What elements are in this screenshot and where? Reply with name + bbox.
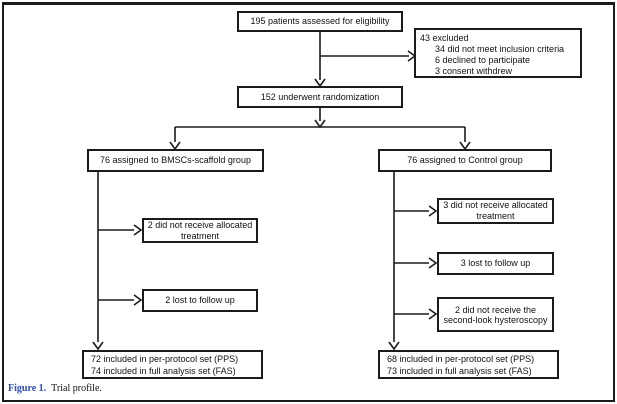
excluded-title: 43 excluded xyxy=(420,33,469,43)
arrow-split-to-bmscs-group xyxy=(169,127,181,151)
arrow-control-dropout-2 xyxy=(394,257,438,269)
eligibility-text: 195 patients assessed for eligibility xyxy=(250,16,390,26)
bmscs-group-box: 76 assigned to BMSCs-scaffold group xyxy=(87,149,264,172)
bmscs-dropout-1-box: 2 did not receive allocated treatment xyxy=(142,218,258,243)
arrow-bmscs-dropout-1 xyxy=(98,224,143,236)
caption-figure-label: Figure 1. xyxy=(8,383,47,394)
arrow-bmscs-dropout-2 xyxy=(98,294,143,306)
bmscs-included-line: 72 included in per-protocol set (PPS) xyxy=(91,353,239,364)
control-dropout-1-text: 3 did not receive allocated treatment xyxy=(443,200,548,221)
arrow-control-dropout-3 xyxy=(394,308,438,320)
excluded-item: 6 declined to participate xyxy=(435,55,531,65)
caption-text: Trial profile. xyxy=(51,383,102,394)
control-column-arrow xyxy=(388,172,400,351)
control-dropout-2-box: 3 lost to follow up xyxy=(437,252,554,275)
control-group-text: 76 assigned to Control group xyxy=(407,155,523,165)
eligibility-box: 195 patients assessed for eligibility xyxy=(237,11,403,32)
bmscs-dropout-1-text: 2 did not receive allocated treatment xyxy=(147,219,253,241)
control-included-line: 68 included in per-protocol set (PPS) xyxy=(387,353,535,364)
control-group-box: 76 assigned to Control group xyxy=(378,149,552,172)
control-dropout-1-box: 3 did not receive allocated treatment xyxy=(437,198,554,224)
arrow-eligibility-to-randomization xyxy=(314,32,326,88)
arrow-randomization-to-split xyxy=(314,108,326,129)
arrow-control-dropout-1 xyxy=(394,205,438,217)
randomization-box: 152 underwent randomization xyxy=(237,86,403,108)
bmscs-dropout-2-box: 2 lost to follow up xyxy=(142,289,258,312)
figure-caption: Figure 1. Trial profile. xyxy=(8,383,102,394)
control-dropout-3-text: 2 did not receive the second-look hyster… xyxy=(443,304,548,325)
arrow-to-excluded xyxy=(320,50,417,62)
excluded-box: 43 excluded 34 did not meet inclusion cr… xyxy=(414,28,582,78)
excluded-item: 34 did not meet inclusion criteria xyxy=(435,44,565,54)
control-included-line: 73 included in full analysis set (FAS) xyxy=(387,365,532,376)
bmscs-group-text: 76 assigned to BMSCs-scaffold group xyxy=(100,155,251,165)
control-dropout-3-box: 2 did not receive the second-look hyster… xyxy=(437,297,554,332)
bmscs-included-box: 72 included in per-protocol set (PPS) 74… xyxy=(82,350,263,379)
randomization-text: 152 underwent randomization xyxy=(260,91,380,102)
control-included-box: 68 included in per-protocol set (PPS) 73… xyxy=(378,350,559,379)
arrow-split-to-control-group xyxy=(459,127,471,151)
bmscs-dropout-2-text: 2 lost to follow up xyxy=(165,295,235,305)
bmscs-included-line: 74 included in full analysis set (FAS) xyxy=(91,365,236,376)
bmscs-column-arrow xyxy=(92,172,104,351)
control-dropout-2-text: 3 lost to follow up xyxy=(460,258,531,268)
excluded-item: 3 consent withdrew xyxy=(435,66,513,76)
